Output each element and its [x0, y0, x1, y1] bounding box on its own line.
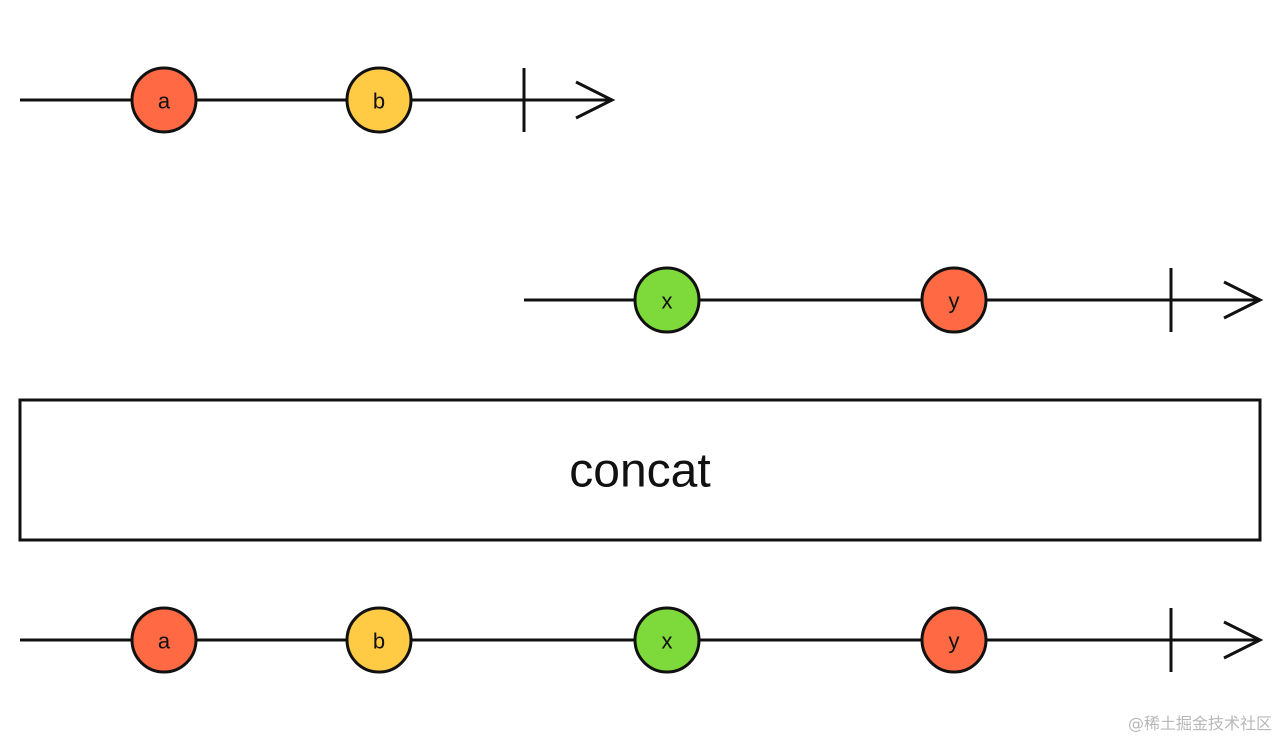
marble-label: x — [662, 289, 673, 314]
timeline-arrowhead — [575, 80, 616, 120]
marble-circle — [130, 66, 198, 134]
marble-label: y — [949, 629, 960, 654]
marble-b: b — [345, 606, 413, 674]
marble-circle — [345, 606, 413, 674]
marble-y: y — [920, 606, 988, 674]
watermark: @稀土掘金技术社区 — [1127, 714, 1272, 733]
marble-circle — [130, 606, 198, 674]
timeline-arrowhead — [1223, 620, 1264, 660]
marble-label: a — [158, 629, 171, 654]
operator-box: concat — [18, 398, 1262, 542]
marble-a: a — [130, 66, 198, 134]
operator-label: concat — [569, 445, 710, 498]
marble-circle — [633, 266, 701, 334]
marble-x: x — [633, 606, 701, 674]
marble-label: b — [373, 89, 385, 114]
marble-b: b — [345, 66, 413, 134]
marble-circle — [920, 266, 988, 334]
operator-box-frame — [18, 398, 1262, 542]
marble-label: x — [662, 629, 673, 654]
marble-x: x — [633, 266, 701, 334]
marble-circle — [633, 606, 701, 674]
marble-circle — [345, 66, 413, 134]
marble-label: b — [373, 629, 385, 654]
marble-a: a — [130, 606, 198, 674]
marble-circle — [920, 606, 988, 674]
timeline-arrowhead — [1223, 280, 1264, 320]
marble-label: y — [949, 289, 960, 314]
marble-y: y — [920, 266, 988, 334]
marble-label: a — [158, 89, 171, 114]
